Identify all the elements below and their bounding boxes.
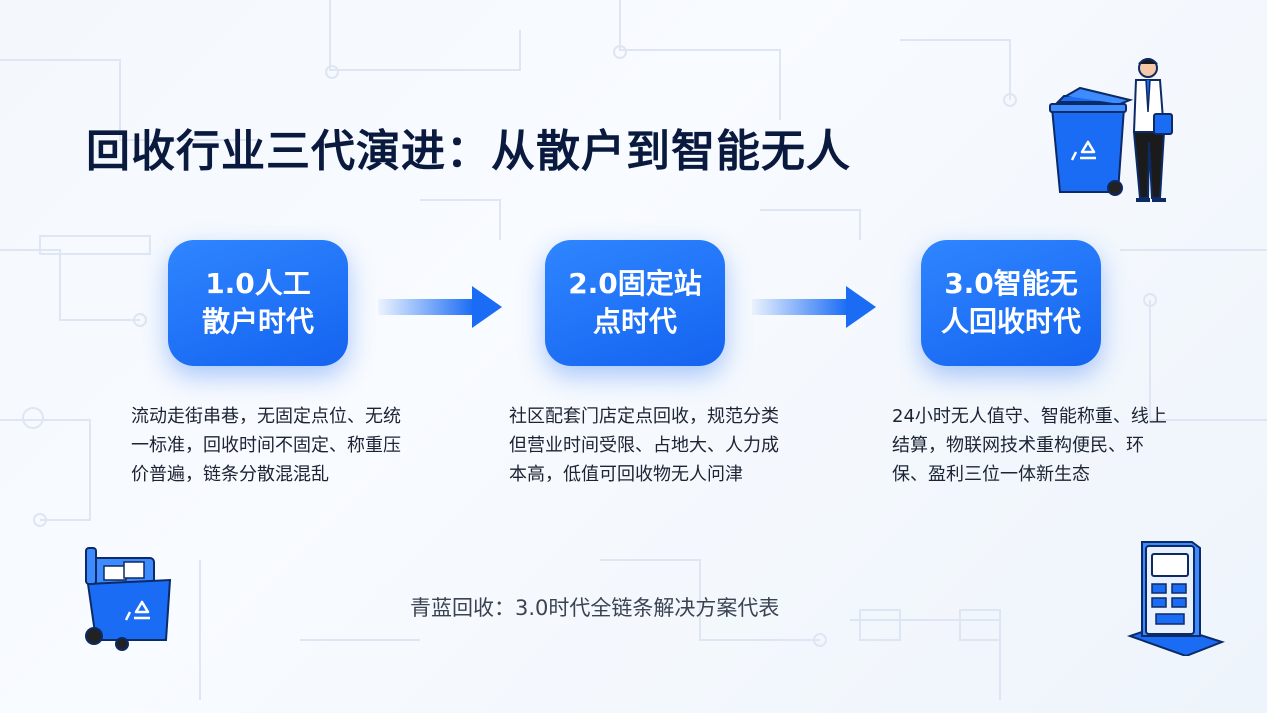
stage-1-description: 流动走街串巷，无固定点位、无统一标准，回收时间不固定、称重压价普遍，链条分散混混… — [131, 406, 401, 485]
stage-2-description: 社区配套门店定点回收，规范分类但营业时间受限、占地大、人力成本高，低值可回收物无… — [509, 406, 779, 485]
stage-3-description: 24小时无人值守、智能称重、线上结算，物联网技术重构便民、环保、盈利三位一体新生… — [892, 406, 1167, 485]
page-title: 回收行业三代演进：从散户到智能无人 — [86, 126, 851, 177]
stage-2-box: 2.0固定站 点时代 — [545, 240, 725, 366]
stage-3-line2: 人回收时代 — [940, 305, 1081, 338]
arrow-right-icon — [752, 286, 876, 328]
stage-1-line1: 1.0人工 — [205, 267, 311, 300]
stage-2-line2: 点时代 — [592, 305, 677, 338]
stage-2-line1: 2.0固定站 — [568, 267, 702, 300]
stage-1-line2: 散户时代 — [201, 305, 314, 338]
stage-3-box: 3.0智能无 人回收时代 — [921, 240, 1101, 366]
recycle-cart-icon — [85, 547, 172, 651]
stage-3-line1: 3.0智能无 — [944, 267, 1078, 300]
stage-1-box: 1.0人工 散户时代 — [168, 240, 348, 366]
footer-caption: 青蓝回收：3.0时代全链条解决方案代表 — [410, 596, 780, 620]
arrow-right-icon — [378, 286, 502, 328]
recycling-machine-icon — [1126, 541, 1225, 656]
recycle-bin-icon — [1049, 58, 1173, 202]
